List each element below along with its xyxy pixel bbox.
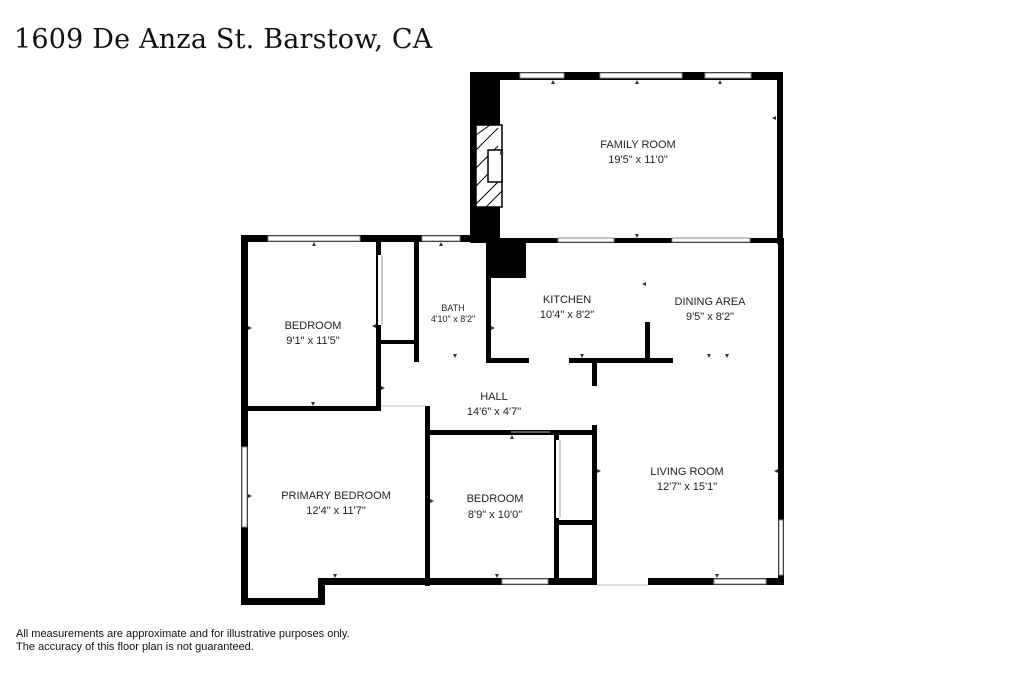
- window: [778, 519, 784, 576]
- family-room-right-wall: [777, 72, 783, 244]
- disclaimer-line-1: All measurements are approximate and for…: [16, 628, 350, 640]
- marks: [248, 80, 778, 578]
- kitchen-dims: 10'4" x 8'2": [540, 309, 594, 321]
- window: [713, 578, 767, 585]
- dining-area-label: DINING AREA: [675, 296, 747, 308]
- window: [421, 235, 461, 242]
- living-room-dims: 12'7" x 15'1": [657, 481, 717, 493]
- closet2-right-wall: [592, 425, 597, 585]
- primary-right-wall: [425, 406, 430, 586]
- window: [599, 72, 683, 79]
- hall-label: HALL: [480, 391, 508, 403]
- window: [501, 578, 549, 585]
- window: [671, 237, 751, 243]
- window: [557, 237, 615, 243]
- primary-bottom-step: [318, 578, 325, 605]
- left-outer-wall: [241, 235, 248, 605]
- window: [267, 235, 361, 242]
- chimney-block: [488, 238, 526, 278]
- kitchen-bottom-wall: [486, 358, 529, 363]
- dining-area-dims: 9'5" x 8'2": [686, 311, 734, 323]
- windows: [241, 72, 784, 585]
- dining-bottom-wall: [569, 358, 673, 363]
- hall-right-stub: [592, 358, 597, 386]
- disclaimer-line-2: The accuracy of this floor plan is not g…: [16, 641, 254, 653]
- closet2-top-wall: [554, 520, 597, 525]
- bath-label: BATH: [441, 303, 464, 313]
- family-room-dims: 19'5" x 11'0": [608, 154, 668, 166]
- bedroom2-label: BEDROOM: [467, 493, 524, 505]
- closet-right-wall: [414, 240, 419, 362]
- family-room-label: FAMILY ROOM: [600, 139, 675, 151]
- bedroom1-label: BEDROOM: [285, 320, 342, 332]
- disclaimer: All measurements are approximate and for…: [16, 628, 350, 654]
- plan-title: 1609 De Anza St. Barstow, CA: [14, 24, 433, 55]
- primary-bedroom-label: PRIMARY BEDROOM: [281, 490, 391, 502]
- family-kitchen-wall: [470, 238, 783, 243]
- closet-bottom-wall: [376, 340, 419, 344]
- dining-partition: [645, 322, 650, 362]
- window: [704, 72, 752, 79]
- right-outer-wall: [778, 238, 784, 585]
- primary-bedroom-dims: 12'4" x 11'7": [306, 505, 366, 517]
- bedroom1-dims: 9'1" x 11'5": [286, 335, 339, 347]
- window: [241, 446, 248, 528]
- living-room-label: LIVING ROOM: [650, 466, 723, 478]
- doors: [378, 255, 648, 586]
- bottom-wall-middle: [318, 578, 597, 585]
- window: [519, 72, 565, 79]
- kitchen-label: KITCHEN: [543, 294, 591, 306]
- primary-bottom-wall: [241, 598, 325, 605]
- bedroom1-bottom-wall: [241, 406, 381, 411]
- fireplace-icon: [475, 124, 503, 208]
- hall-dims: 14'6" x 4'7": [467, 406, 521, 418]
- bath-dims: 4'10" x 8'2": [431, 314, 475, 324]
- bedroom2-dims: 8'9" x 10'0": [468, 509, 522, 521]
- bath-right-wall: [486, 240, 491, 362]
